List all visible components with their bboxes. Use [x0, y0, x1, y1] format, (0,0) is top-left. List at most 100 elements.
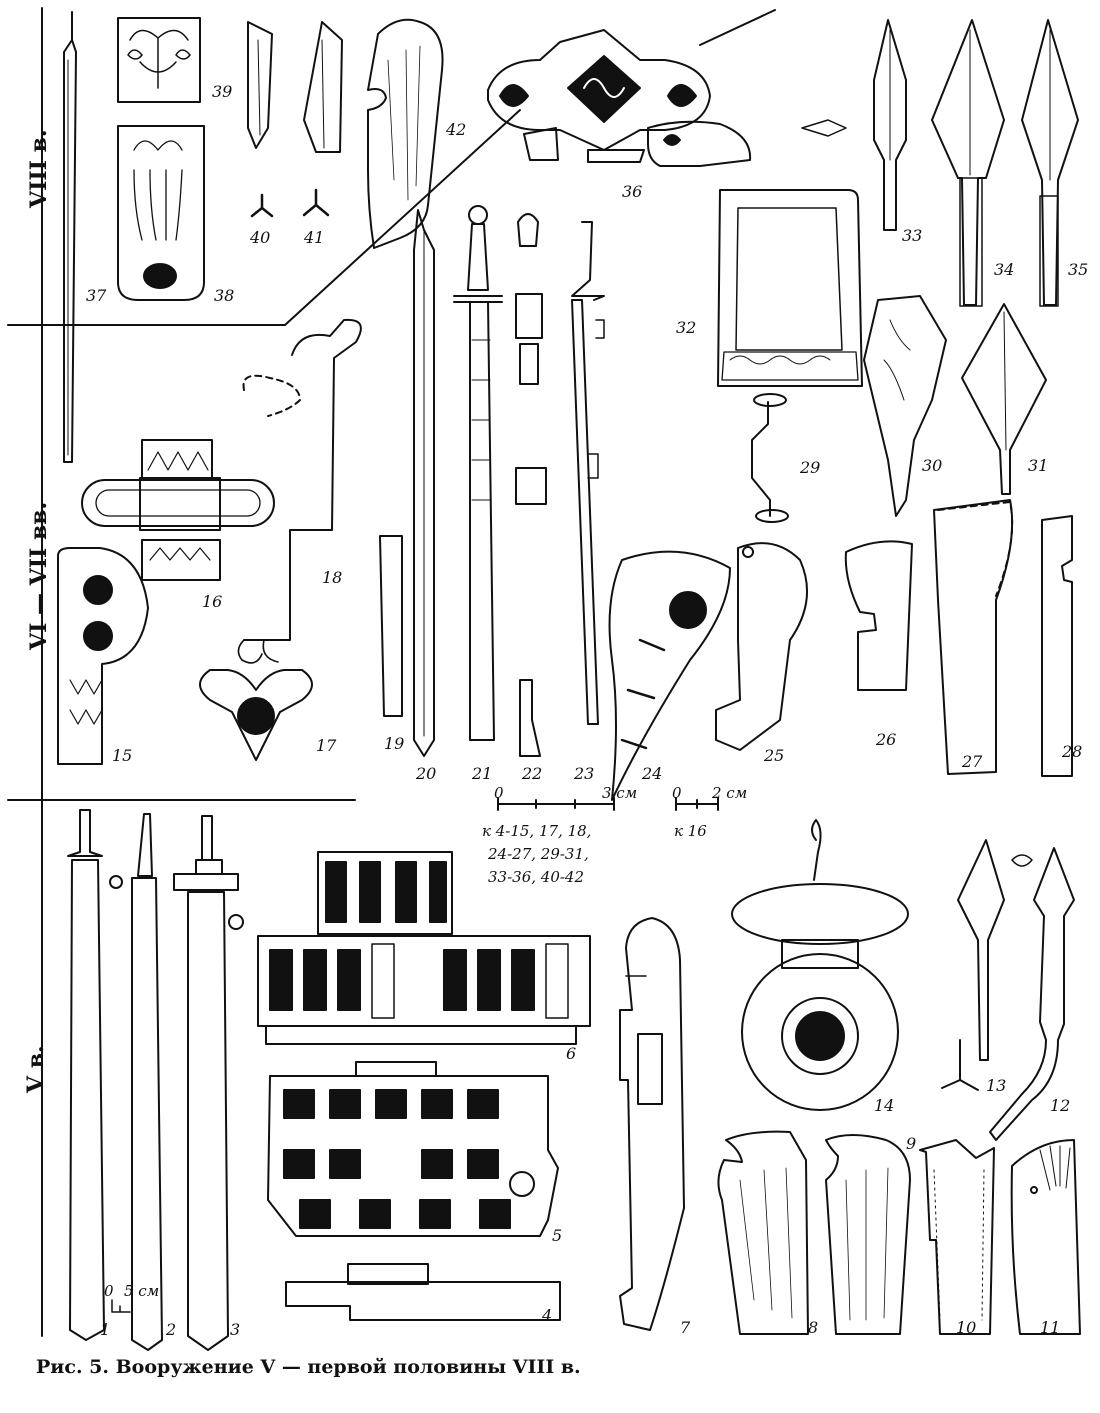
item-label-42: 42: [446, 120, 467, 139]
item-label-12: 12: [1050, 1096, 1071, 1115]
item-label-1: 1: [100, 1320, 111, 1339]
item-label-10: 10: [956, 1318, 977, 1337]
item-label-21: 21: [472, 764, 493, 783]
item-label-2: 2: [166, 1320, 177, 1339]
item-label-32: 32: [676, 318, 697, 337]
scale-c-end: 5 см: [124, 1282, 160, 1300]
item-4-fragment: [285, 1263, 561, 1321]
item-1-sword: [67, 809, 123, 1341]
item-13-arrowhead: [941, 839, 1033, 1091]
item-label-39: 39: [212, 82, 233, 101]
period-label-v: V в.: [23, 1045, 49, 1093]
item-19-blade: [379, 535, 403, 717]
scale-a-applies-1: к 4-15, 17, 18,: [482, 822, 592, 840]
item-2-sword: [111, 813, 163, 1351]
divider-viii-diagonal: [284, 109, 521, 326]
scale-a-end: 3 см: [602, 784, 638, 802]
item-label-26: 26: [876, 730, 897, 749]
item-25-scabbard: [715, 542, 809, 751]
item-label-29: 29: [800, 458, 821, 477]
item-label-11: 11: [1040, 1318, 1061, 1337]
item-16-buckle: [81, 439, 275, 581]
item-label-6: 6: [566, 1044, 577, 1063]
divider-viii-diagonal-2: [699, 9, 776, 46]
item-17-ornament: [199, 669, 313, 761]
item-label-8: 8: [808, 1318, 819, 1337]
item-34-spearhead: [931, 19, 1005, 307]
item-18-fitting: [237, 318, 362, 664]
item-label-36: 36: [622, 182, 643, 201]
item-label-34: 34: [994, 260, 1015, 279]
item-7-scabbard: [619, 917, 685, 1331]
item-label-17: 17: [316, 736, 337, 755]
item-label-33: 33: [902, 226, 923, 245]
item-label-31: 31: [1028, 456, 1049, 475]
item-label-24: 24: [642, 764, 663, 783]
item-label-22: 22: [522, 764, 543, 783]
scale-b-applies: к 16: [674, 822, 707, 840]
item-label-5: 5: [552, 1226, 563, 1245]
item-3-sword: [173, 815, 244, 1351]
figure-caption: Рис. 5. Вооружение V — первой половины V…: [36, 1356, 581, 1378]
item-14-pommel: [731, 819, 909, 1111]
scale-a-applies-2: 24-27, 29-31,: [488, 845, 589, 863]
item-42-scabbard: [367, 18, 444, 249]
item-label-19: 19: [384, 734, 405, 753]
item-15-plaque: [57, 547, 149, 765]
item-6-mount: [257, 851, 591, 1045]
item-24-mount: [608, 550, 731, 801]
item-12-arrowhead: [989, 847, 1075, 1141]
scale-b-zero: 0: [672, 784, 682, 802]
item-label-38: 38: [214, 286, 235, 305]
item-label-3: 3: [230, 1320, 241, 1339]
item-10-fragment: [919, 1139, 995, 1335]
item-30-spearhead-corroded: [863, 295, 947, 517]
item-label-35: 35: [1068, 260, 1089, 279]
item-label-41: 41: [304, 228, 325, 247]
scale-bar-3cm: [497, 797, 615, 811]
item-5-plaque: [267, 1061, 559, 1237]
item-label-40: 40: [250, 228, 271, 247]
item-label-16: 16: [202, 592, 223, 611]
item-label-7: 7: [680, 1318, 691, 1337]
item-label-4: 4: [542, 1306, 553, 1325]
period-label-vi-vii: VI — VII вв.: [26, 501, 52, 650]
item-label-14: 14: [874, 1096, 895, 1115]
item-39-plaque: [117, 17, 201, 103]
item-20-sword: [413, 209, 435, 757]
item-label-37: 37: [86, 286, 107, 305]
item-29-loop: [751, 393, 789, 523]
scale-c-zero: 0: [104, 1282, 114, 1300]
scale-a-applies-3: 33-36, 40-42: [488, 868, 585, 886]
item-36-belt-ornament: [487, 29, 752, 167]
item-31-spearhead: [961, 303, 1047, 495]
item-9-scabbard: [825, 1134, 911, 1335]
item-label-30: 30: [922, 456, 943, 475]
item-label-25: 25: [764, 746, 785, 765]
item-23-sabre: [571, 221, 605, 725]
item-label-20: 20: [416, 764, 437, 783]
item-40-arrowhead: [247, 21, 274, 218]
scale-b-end: 2 см: [712, 784, 748, 802]
item-33-spearhead: [801, 19, 907, 231]
item-27-fragment: [933, 499, 1014, 775]
item-label-27: 27: [962, 752, 983, 771]
item-label-15: 15: [112, 746, 133, 765]
item-label-23: 23: [574, 764, 595, 783]
scale-a-zero: 0: [494, 784, 504, 802]
item-35-spearhead: [1021, 19, 1079, 307]
item-label-28: 28: [1062, 742, 1083, 761]
item-26-fragment: [844, 540, 913, 691]
item-38-strap-end: [117, 125, 205, 301]
item-22-fittings: [515, 213, 547, 757]
item-32-chape: [717, 189, 863, 387]
item-41-arrowhead: [302, 21, 343, 217]
item-8-scabbard: [717, 1130, 809, 1335]
item-label-13: 13: [986, 1076, 1007, 1095]
item-21-sword: [453, 205, 503, 741]
item-37-sword: [63, 11, 77, 463]
item-label-18: 18: [322, 568, 343, 587]
item-28-fragment: [1041, 515, 1073, 777]
item-label-9: 9: [906, 1134, 917, 1153]
